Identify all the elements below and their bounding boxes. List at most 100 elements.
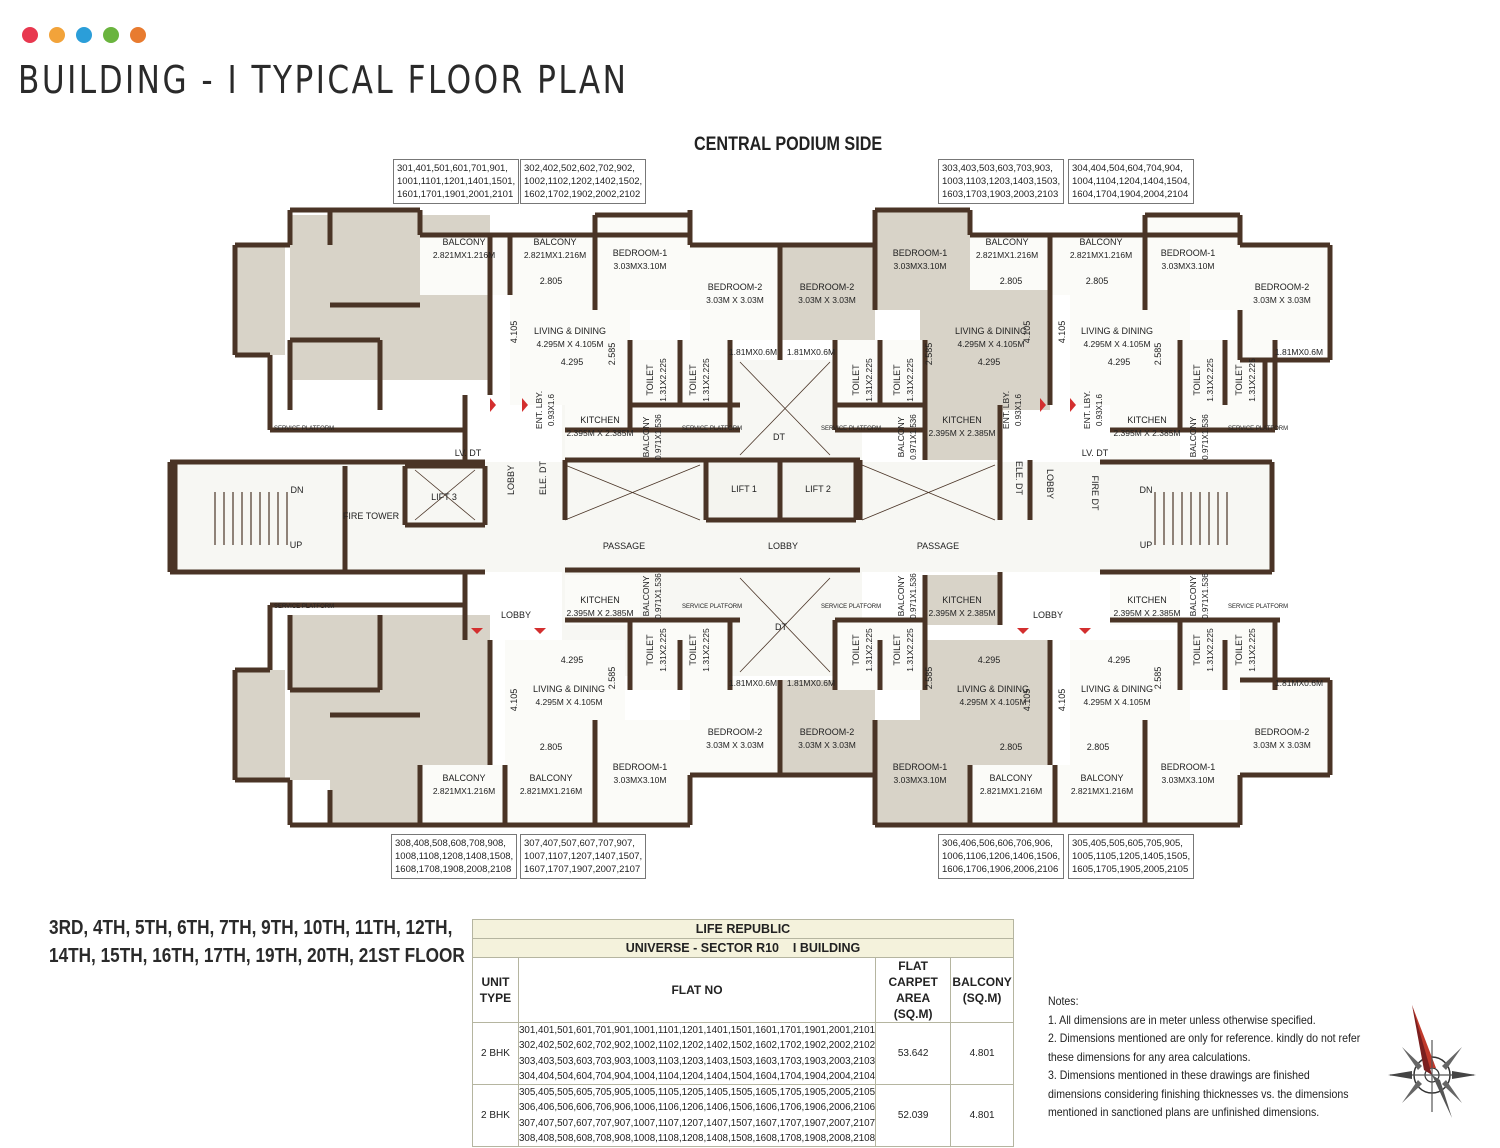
kitchen-dim: 2.395M X 2.385M [566, 428, 633, 438]
kitchen-label: KITCHEN [942, 415, 982, 425]
room-fill [235, 245, 285, 355]
dimension: 1.81MX0.6M [1275, 347, 1323, 357]
dimension: 1.81MX0.6M [787, 678, 835, 688]
dimension: 2.585 [924, 667, 934, 690]
toilet-label: TOILET [851, 634, 861, 666]
note-line: 3. Dimensions mentioned in these drawing… [1048, 1068, 1310, 1082]
ele-dt-label: ELE. DT [538, 460, 548, 495]
dt-label: DT [773, 432, 785, 442]
lift-label: LIFT 2 [805, 484, 831, 494]
bedroom1-label: BEDROOM-1 [1161, 762, 1216, 772]
bedroom2-label: BEDROOM-2 [708, 727, 763, 737]
kitchen-label: KITCHEN [1127, 415, 1167, 425]
wall-line [564, 464, 701, 521]
dimension: 2.805 [540, 742, 563, 752]
floors-list: 3RD, 4TH, 5TH, 6TH, 7TH, 9TH, 10TH, 11TH… [49, 914, 465, 970]
living-dim: 4.295M X 4.105M [959, 697, 1026, 707]
entry-arrow-icon [1070, 398, 1076, 412]
dimension: 1.81MX0.6M [729, 678, 777, 688]
bedroom1-label: BEDROOM-1 [613, 248, 668, 258]
living-label: LIVING & DINING [1081, 684, 1153, 694]
balcony-label: BALCONY [989, 773, 1032, 783]
dimension: 4.295 [978, 655, 1001, 665]
balcony-label: BALCONY [442, 237, 485, 247]
dimension: 2.585 [607, 667, 617, 690]
dimension: 2.585 [1153, 667, 1163, 690]
kitchen-label: KITCHEN [1127, 595, 1167, 605]
passage-label: PASSAGE [603, 541, 645, 551]
balcony-label: BALCONY [1080, 773, 1123, 783]
balcony-label: BALCONY [985, 237, 1028, 247]
room-fill [920, 290, 1050, 410]
kitchen-label: KITCHEN [580, 415, 620, 425]
small-balcony-dim: 0.971X1.536 [909, 573, 918, 619]
service-platform-label: SERVICE PLATFORM [1228, 426, 1288, 432]
toilet-label: TOILET [1192, 634, 1202, 666]
stair-up-label: UP [290, 540, 303, 550]
lift-label: LIFT 1 [731, 484, 757, 494]
ent-lobby-label: ENT. LBY. [1001, 391, 1011, 429]
toilet-label: TOILET [688, 634, 698, 666]
row-carpet: 53.642 [875, 1021, 952, 1086]
small-balcony-label: BALCONY [1188, 416, 1198, 457]
kitchen-dim: 2.395M X 2.385M [566, 608, 633, 618]
room-fill [1240, 680, 1330, 775]
table-project: LIFE REPUBLIC [472, 919, 1014, 939]
stair-dn-label: DN [291, 485, 304, 495]
dimension: 2.585 [1153, 343, 1163, 366]
living-dim: 4.295M X 4.105M [536, 339, 603, 349]
toilet-dim: 1.31X2.225 [1247, 358, 1257, 402]
room-fill [505, 765, 595, 825]
toilet-label: TOILET [645, 364, 655, 396]
toilet-label: TOILET [1234, 634, 1244, 666]
entry-arrow-icon [534, 628, 546, 634]
kitchen-dim: 2.395M X 2.385M [1113, 608, 1180, 618]
living-dim: 4.295M X 4.105M [1083, 697, 1150, 707]
lobby-label: LOBBY [1045, 469, 1055, 499]
dimension: 2.805 [1086, 276, 1109, 286]
balcony-dim: 2.821MX1.216M [524, 250, 586, 260]
bedroom1-label: BEDROOM-1 [1161, 248, 1216, 258]
room-fill [330, 210, 420, 305]
color-dots [22, 27, 146, 43]
notes-heading: Notes: [1048, 994, 1079, 1008]
row-flats: 305,405,505,605,705,905,1005,1105,1205,1… [517, 1084, 877, 1148]
note-line: mentioned in sanctioned plans are unfini… [1048, 1105, 1320, 1119]
room-fill [1145, 215, 1240, 310]
small-balcony-label: BALCONY [896, 416, 906, 457]
balcony-dim: 2.821MX1.216M [433, 250, 495, 260]
kitchen-label: KITCHEN [942, 595, 982, 605]
row-type: 2 BHK [472, 1084, 519, 1148]
toilet-label: TOILET [1234, 364, 1244, 396]
bedroom2-dim: 3.03M X 3.03M [1253, 295, 1311, 305]
table-row: 2 BHK 305,405,505,605,705,905,1005,1105,… [472, 1084, 1014, 1148]
dimension: 2.805 [1000, 742, 1023, 752]
bedroom2-label: BEDROOM-2 [1255, 282, 1310, 292]
dot-green [103, 27, 119, 43]
toilet-dim: 1.31X2.225 [1205, 358, 1215, 402]
dimension: 4.295 [561, 655, 584, 665]
col-balcony: BALCONY(SQ.M) [950, 957, 1014, 1023]
living-label: LIVING & DINING [1081, 326, 1153, 336]
flat-group-bottom-1: 308,408,508,608,708,908,1008,1108,1208,1… [391, 834, 518, 879]
room-fill [1110, 575, 1180, 625]
toilet-dim: 1.31X2.225 [905, 628, 915, 672]
note-line: 2. Dimensions mentioned are only for ref… [1048, 1031, 1361, 1045]
balcony-dim: 2.821MX1.216M [1070, 250, 1132, 260]
living-dim: 4.295M X 4.105M [957, 339, 1024, 349]
service-platform-label: SERVICE PLATFORM [821, 426, 881, 432]
toilet-label: TOILET [1192, 364, 1202, 396]
page-title: BUILDING - I TYPICAL FLOOR PLAN [18, 58, 629, 102]
table-row: 2 BHK 301,401,501,601,701,901,1001,1101,… [472, 1021, 1014, 1086]
dimension: 2.805 [540, 276, 563, 286]
dimension: 4.295 [1108, 357, 1131, 367]
dimension: 4.105 [1057, 689, 1067, 712]
entry-arrow-icon [522, 398, 528, 412]
wall-line [739, 361, 831, 456]
bedroom1-label: BEDROOM-1 [893, 762, 948, 772]
floor-plan-drawing: BALCONY 2.821MX1.216M BALCONY 2.821MX1.216M… [167, 207, 1333, 828]
podium-label: CENTRAL PODIUM SIDE [694, 134, 883, 155]
bedroom1-label: BEDROOM-1 [893, 248, 948, 258]
service-platform-label: SERVICE PLATFORM [1228, 604, 1288, 610]
